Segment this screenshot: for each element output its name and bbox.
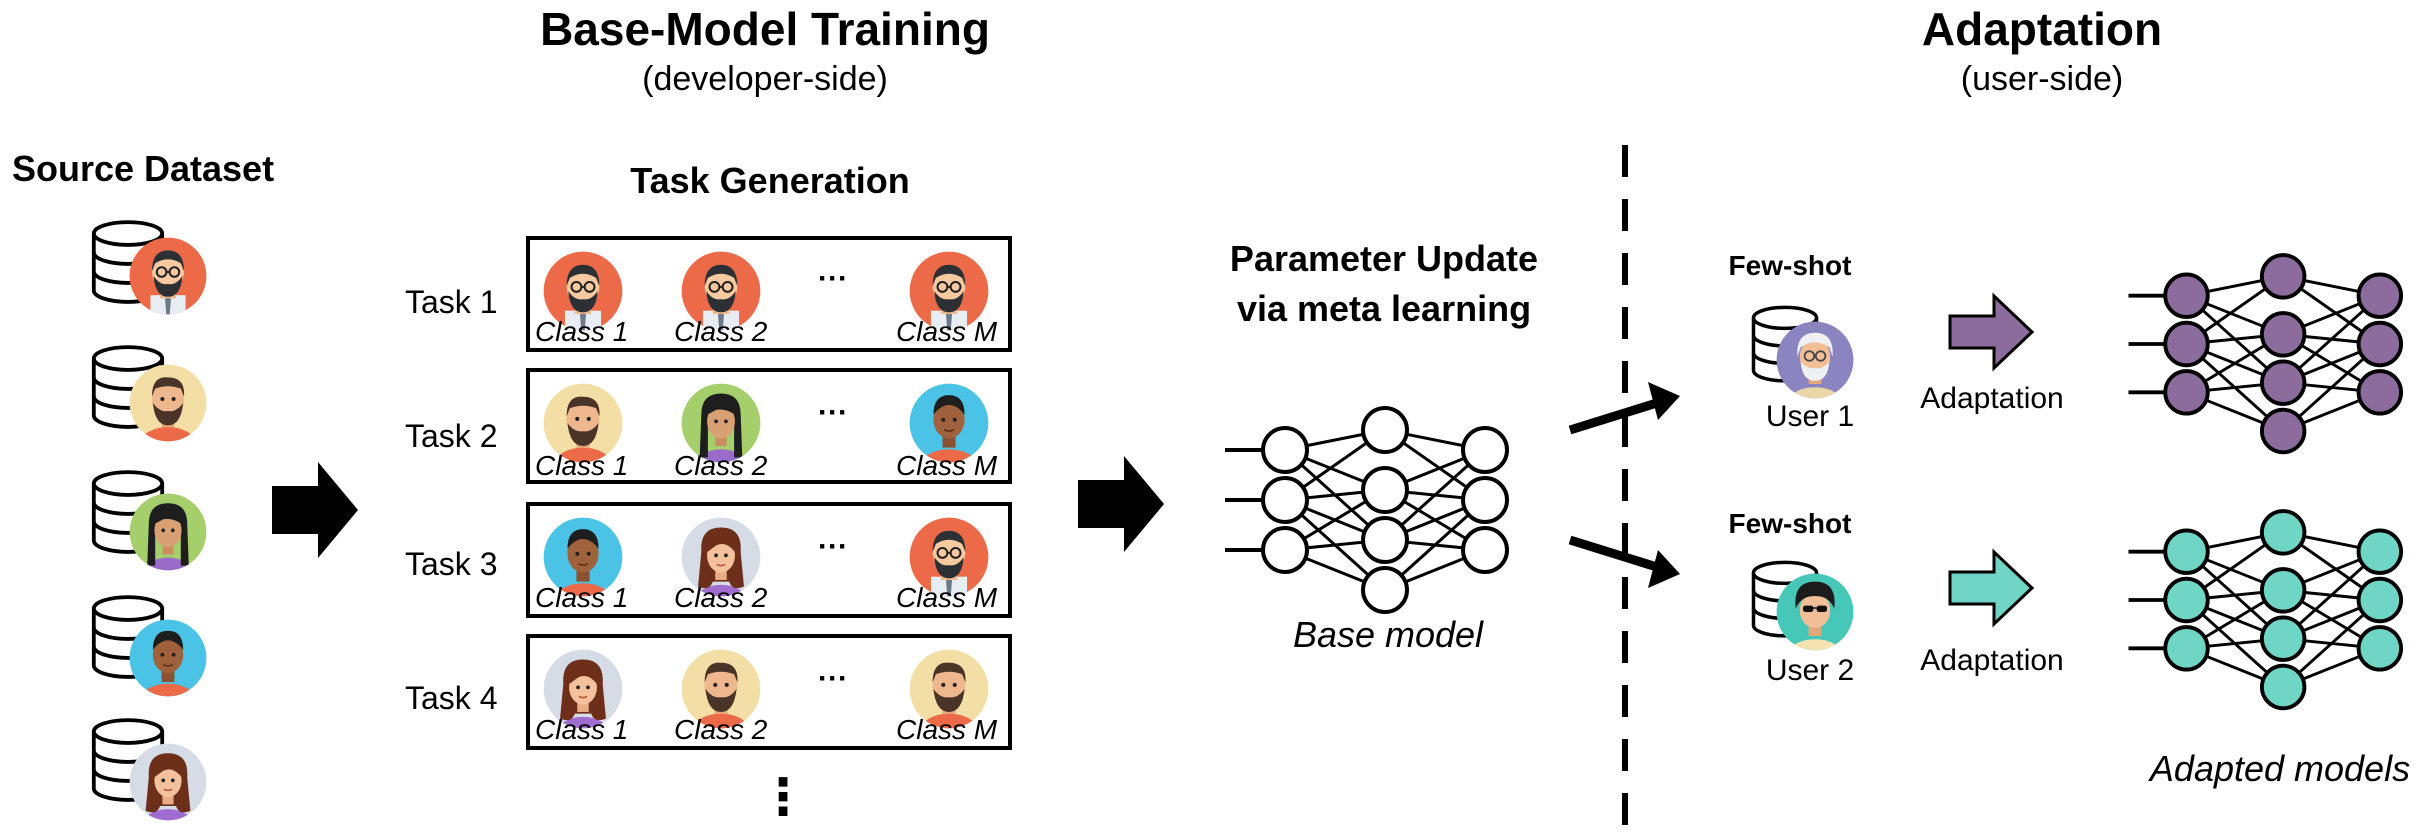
task-label: Task 2: [405, 418, 498, 454]
avatar-icon: [130, 620, 207, 716]
task-boxes: [526, 236, 1012, 750]
adaptation-arrow-icon: [1948, 292, 2035, 372]
task-label: Task 3: [405, 546, 498, 582]
adaptation-arrow-icon: [1948, 548, 2035, 628]
avatar-icon: [130, 744, 207, 836]
arrow-right-icon: [272, 462, 358, 558]
adapted-model-2-network: [2128, 509, 2404, 711]
class-label: Class 1: [535, 582, 629, 613]
task-label: Task 4: [405, 680, 498, 716]
avatar-icon: [130, 365, 207, 459]
class-label: Class 2: [674, 582, 768, 613]
class-label: Class M: [896, 582, 998, 613]
adaptation-title: Adaptation: [1921, 3, 2163, 55]
ellipsis: ···: [818, 396, 848, 429]
more-tasks-ellipsis: ⋮: [758, 769, 808, 825]
class-label: Class M: [896, 316, 998, 347]
class-label: Class 2: [674, 714, 768, 745]
source-dataset-stack: [91, 220, 207, 836]
base-training-subtitle: (developer-side): [642, 60, 888, 98]
class-label: Class 2: [674, 450, 768, 481]
avatar-icon: [130, 494, 207, 590]
adaptation-label-2: Adaptation: [1920, 644, 2064, 677]
meta-update-line1: Parameter Update: [1229, 238, 1539, 279]
user-1-label: User 1: [1765, 400, 1855, 433]
ellipsis: ···: [818, 262, 848, 295]
base-training-title: Base-Model Training: [540, 3, 990, 55]
source-item-3: [91, 470, 207, 590]
class-label: Class M: [896, 450, 998, 481]
arrow-head-icon: [1648, 382, 1680, 420]
avatar-icon: [130, 238, 207, 320]
arrow-right-icon: [1078, 456, 1164, 552]
source-item-2: [91, 345, 207, 459]
user-arrows: [1568, 382, 1680, 588]
class-label: Class 1: [535, 714, 629, 745]
meta-update-line2: via meta learning: [1236, 288, 1532, 329]
source-item-4: [91, 595, 207, 716]
class-label: Class 1: [535, 316, 629, 347]
source-dataset-title: Source Dataset: [11, 148, 275, 189]
source-item-5: [91, 718, 207, 836]
class-label: Class M: [896, 714, 998, 745]
task-generation-title: Task Generation: [630, 160, 910, 201]
ellipsis: ···: [818, 530, 848, 563]
class-label: Class 2: [674, 316, 768, 347]
source-item-1: [91, 220, 207, 320]
user-2-label: User 2: [1765, 654, 1855, 687]
task-label: Task 1: [405, 284, 498, 320]
base-model-label: Base model: [1292, 614, 1484, 655]
adapted-model-1-network: [2128, 253, 2404, 455]
fewshot-label-2: Few-shot: [1728, 508, 1852, 539]
base-model-network: [1225, 406, 1509, 614]
ellipsis: ···: [818, 662, 848, 695]
arrow-head-icon: [1648, 550, 1680, 588]
adaptation-subtitle: (user-side): [1960, 60, 2124, 98]
class-label: Class 1: [535, 450, 629, 481]
adapted-models-label: Adapted models: [2149, 748, 2411, 789]
adaptation-label-1: Adaptation: [1920, 382, 2064, 415]
fewshot-label-1: Few-shot: [1728, 250, 1852, 281]
